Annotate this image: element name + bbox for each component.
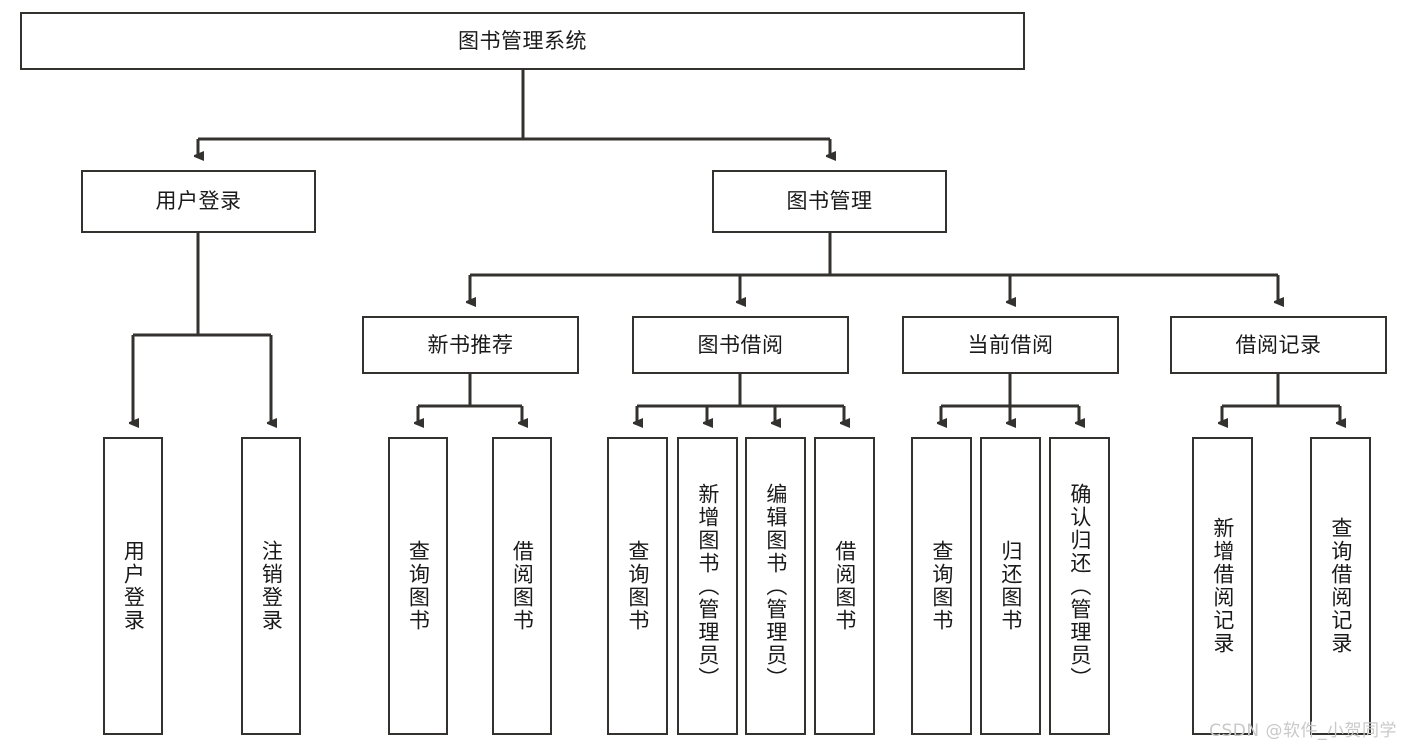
leaf-borrow-book-2-label: 借阅图书 — [832, 540, 857, 632]
leaf-query-book-2[interactable]: 查询图书 — [607, 437, 668, 735]
leaf-add-book[interactable]: 新增图书（管理员） — [677, 437, 738, 735]
leaf-return-book[interactable]: 归还图书 — [980, 437, 1041, 735]
leaf-add-record-label: 新增借阅记录 — [1210, 517, 1235, 655]
node-book-borrow[interactable]: 图书借阅 — [632, 316, 849, 374]
leaf-return-book-label: 归还图书 — [998, 540, 1023, 632]
node-borrow-record-label: 借阅记录 — [1235, 332, 1322, 357]
leaf-edit-book-label: 编辑图书（管理员） — [763, 482, 788, 690]
leaf-user-login[interactable]: 用户登录 — [103, 437, 163, 735]
leaf-logout-label: 注销登录 — [259, 540, 284, 632]
leaf-query-record-label: 查询借阅记录 — [1328, 517, 1353, 655]
node-borrow-record[interactable]: 借阅记录 — [1170, 316, 1387, 374]
node-new-book-rec[interactable]: 新书推荐 — [362, 316, 579, 374]
node-user-login-label: 用户登录 — [155, 189, 242, 214]
csdn-watermark: CSDN @软件_小贺同学 — [1209, 721, 1397, 741]
leaf-confirm-return[interactable]: 确认归还（管理员） — [1049, 437, 1110, 735]
leaf-query-book-3-label: 查询图书 — [929, 540, 954, 632]
node-book-borrow-label: 图书借阅 — [697, 332, 784, 357]
leaf-confirm-return-label: 确认归还（管理员） — [1067, 482, 1092, 690]
node-current-borrow[interactable]: 当前借阅 — [902, 316, 1119, 374]
node-new-book-rec-label: 新书推荐 — [427, 332, 514, 357]
node-user-login[interactable]: 用户登录 — [81, 170, 316, 233]
node-root-label: 图书管理系统 — [458, 28, 587, 53]
leaf-query-book-2-label: 查询图书 — [625, 540, 650, 632]
leaf-logout[interactable]: 注销登录 — [241, 437, 301, 735]
leaf-user-login-label: 用户登录 — [121, 540, 146, 632]
leaf-edit-book[interactable]: 编辑图书（管理员） — [745, 437, 806, 735]
leaf-add-book-label: 新增图书（管理员） — [695, 482, 720, 690]
node-book-manage-label: 图书管理 — [786, 189, 873, 214]
leaf-borrow-book-2[interactable]: 借阅图书 — [814, 437, 875, 735]
leaf-add-record[interactable]: 新增借阅记录 — [1192, 437, 1253, 735]
leaf-borrow-book-1[interactable]: 借阅图书 — [492, 437, 552, 735]
node-root[interactable]: 图书管理系统 — [20, 12, 1025, 70]
leaf-borrow-book-1-label: 借阅图书 — [510, 540, 535, 632]
node-book-manage[interactable]: 图书管理 — [712, 170, 947, 233]
leaf-query-record[interactable]: 查询借阅记录 — [1310, 437, 1371, 735]
leaf-query-book-1-label: 查询图书 — [406, 540, 431, 632]
leaf-query-book-3[interactable]: 查询图书 — [911, 437, 972, 735]
leaf-query-book-1[interactable]: 查询图书 — [388, 437, 448, 735]
node-current-borrow-label: 当前借阅 — [967, 332, 1054, 357]
